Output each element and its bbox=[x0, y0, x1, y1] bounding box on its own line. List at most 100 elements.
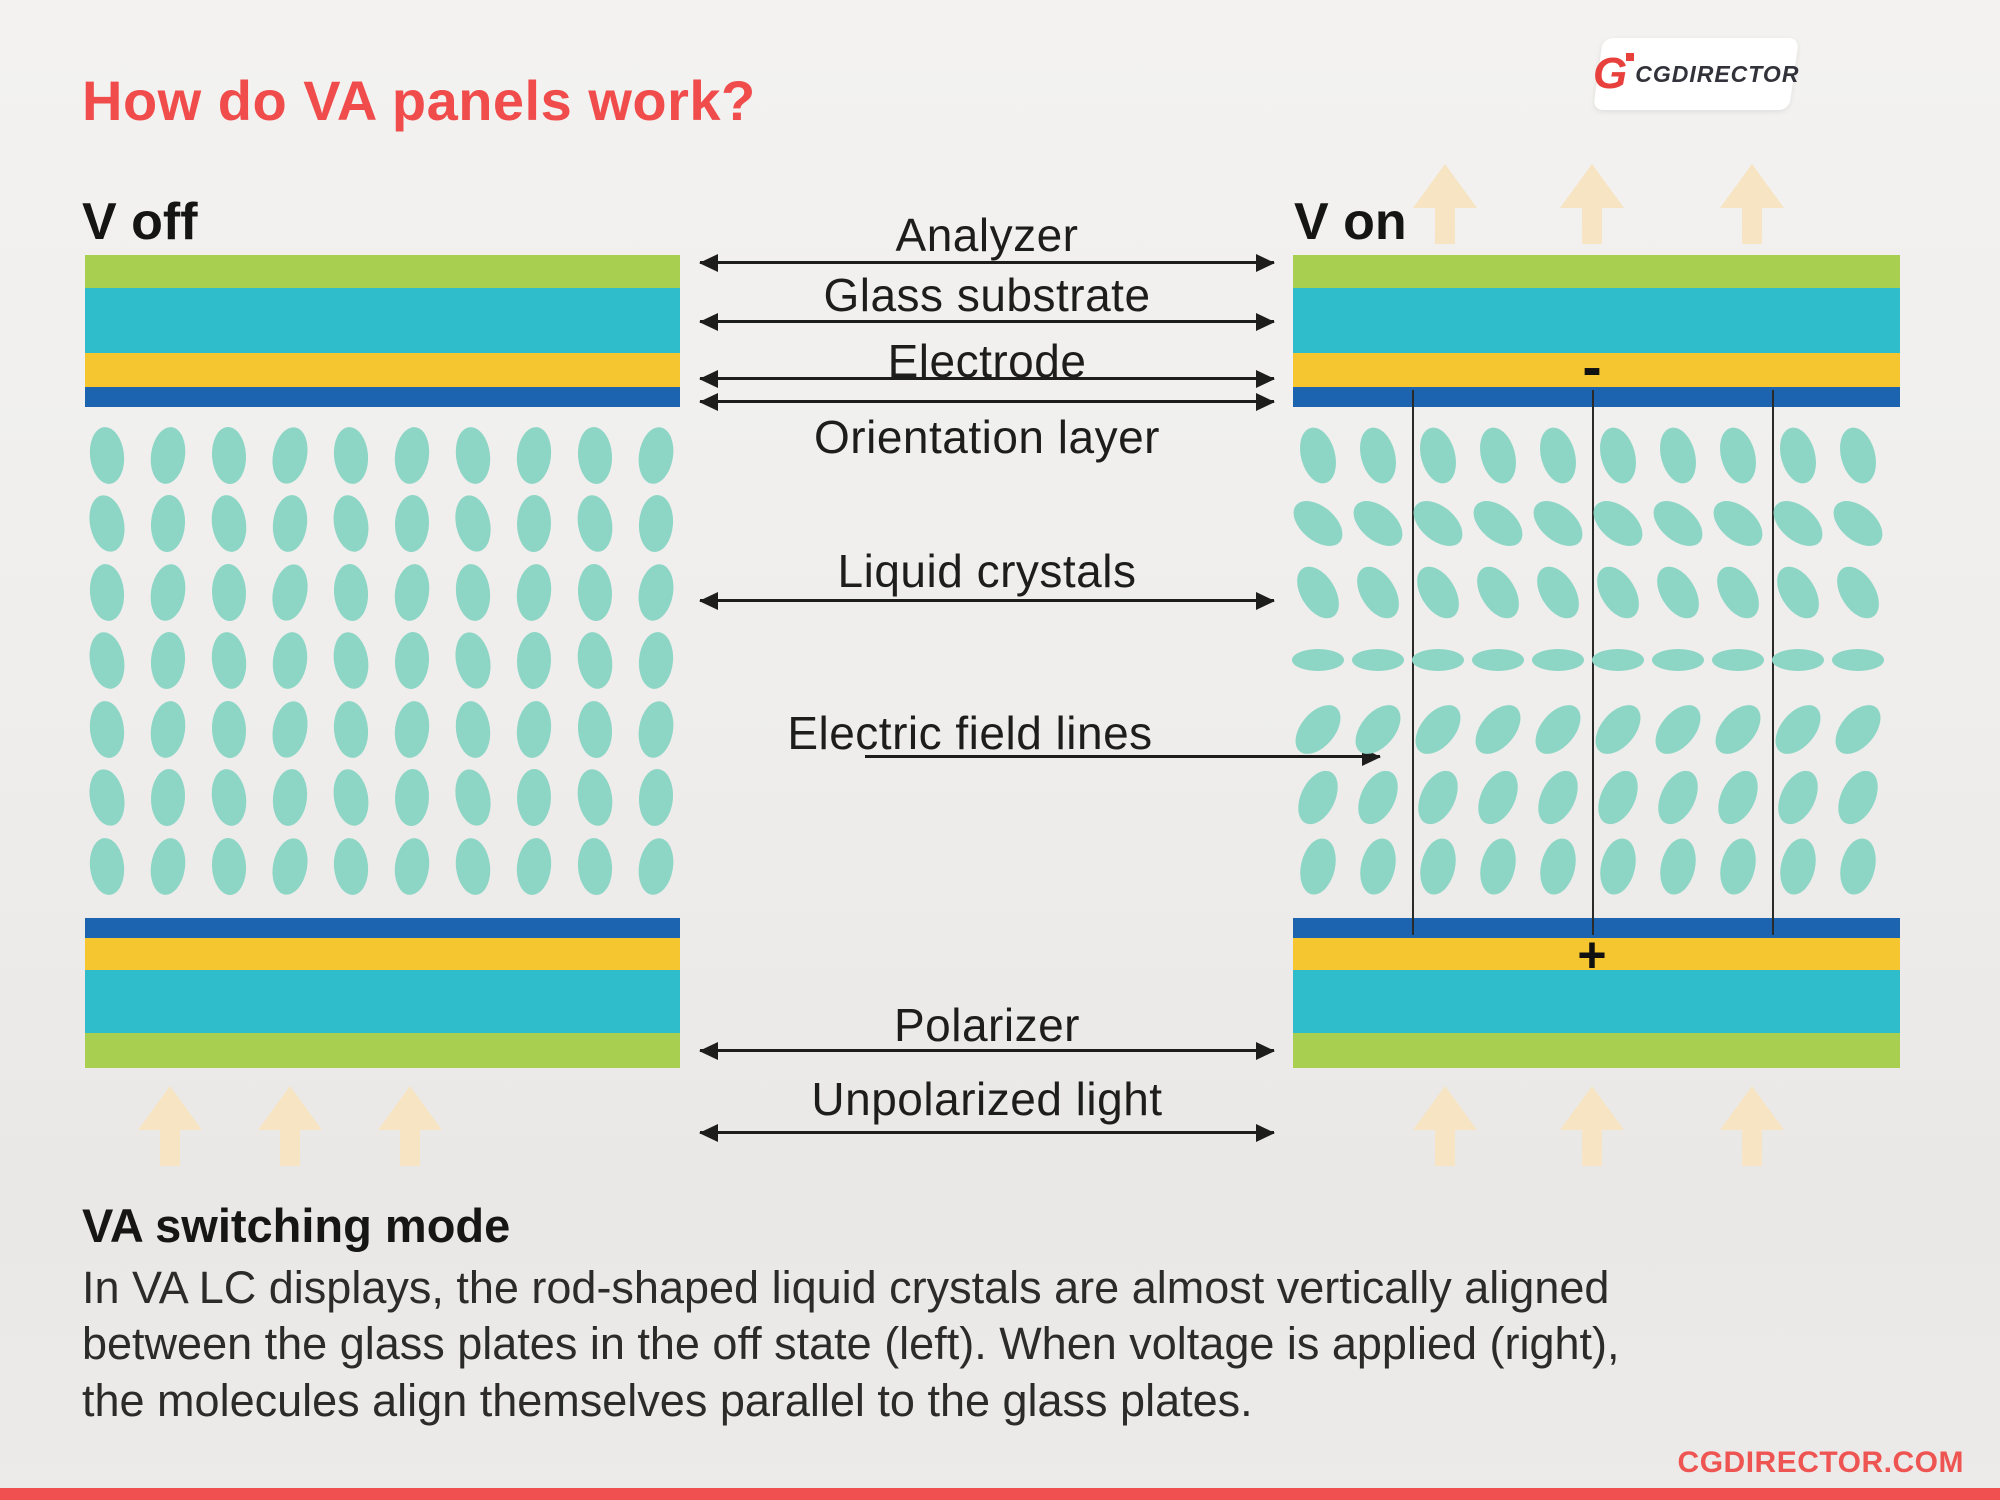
liquid-crystal-molecule bbox=[391, 424, 433, 486]
layer-glass-substrate bbox=[85, 970, 680, 1033]
liquid-crystal-molecule bbox=[331, 699, 371, 759]
layer-analyzer bbox=[1293, 255, 1900, 288]
layer-polarizer bbox=[1293, 1033, 1900, 1068]
liquid-crystal-molecule bbox=[269, 629, 311, 691]
liquid-crystal-molecule bbox=[84, 491, 130, 555]
annotation-label-polarizer: Polarizer bbox=[893, 999, 1080, 1051]
annotation-arrow-orientation-layer bbox=[699, 393, 1275, 411]
layer-analyzer bbox=[85, 255, 680, 288]
liquid-crystal-molecule bbox=[1710, 763, 1766, 831]
liquid-crystal-molecule bbox=[208, 492, 250, 554]
light-ray-arrow-bottom-right bbox=[1402, 1086, 1488, 1166]
layer-electrode bbox=[1293, 353, 1900, 387]
va-panel-voltage-off bbox=[84, 255, 680, 1068]
liquid-crystal-molecule bbox=[208, 629, 250, 691]
light-ray-arrow-bottom-left bbox=[367, 1086, 453, 1166]
liquid-crystal-molecule bbox=[1406, 696, 1470, 762]
liquid-crystal-molecule bbox=[1765, 491, 1831, 555]
layer-electrode bbox=[85, 353, 680, 387]
negative-electrode-sign: - bbox=[1582, 334, 1602, 400]
liquid-crystal-molecule bbox=[1766, 696, 1830, 762]
light-ray-arrowstem bbox=[160, 1128, 180, 1166]
liquid-crystal-molecule bbox=[576, 836, 614, 896]
liquid-crystal-molecule bbox=[87, 424, 127, 486]
light-ray-arrow-bottom-right bbox=[1709, 1086, 1795, 1166]
liquid-crystal-molecule bbox=[1470, 763, 1526, 831]
annotation-arrow-analyzer bbox=[699, 254, 1275, 272]
page-title: How do VA panels work? bbox=[82, 69, 756, 132]
liquid-crystal-molecule bbox=[147, 835, 189, 897]
liquid-crystal-molecule bbox=[1292, 649, 1344, 671]
liquid-crystal-molecule bbox=[573, 766, 617, 828]
liquid-crystal-molecule bbox=[576, 425, 614, 485]
liquid-crystal-molecule bbox=[1532, 649, 1584, 671]
light-ray-arrow-bottom-left bbox=[247, 1086, 333, 1166]
light-ray-arrowhead bbox=[1720, 1086, 1784, 1130]
liquid-crystal-molecule bbox=[1588, 558, 1648, 626]
light-ray-arrowstem bbox=[400, 1128, 420, 1166]
liquid-crystal-molecule bbox=[573, 492, 617, 554]
liquid-crystal-molecule bbox=[393, 630, 431, 690]
liquid-crystal-molecule bbox=[87, 835, 127, 897]
liquid-crystal-molecule bbox=[1654, 423, 1702, 487]
light-ray-arrowstem bbox=[1435, 206, 1455, 244]
light-ray-arrowstem bbox=[1582, 206, 1602, 244]
liquid-crystal-molecule bbox=[147, 424, 189, 486]
liquid-crystal-molecule bbox=[210, 699, 248, 759]
liquid-crystal-molecule bbox=[636, 630, 676, 690]
liquid-crystal-molecule bbox=[267, 697, 313, 761]
liquid-crystal-molecule bbox=[1354, 423, 1402, 487]
liquid-crystal-molecule bbox=[450, 491, 496, 555]
liquid-crystal-molecule bbox=[516, 630, 552, 690]
liquid-crystal-molecule bbox=[1525, 491, 1591, 555]
description-line: between the glass plates in the off stat… bbox=[82, 1318, 1620, 1369]
liquid-crystal-molecule bbox=[1830, 763, 1886, 831]
liquid-crystal-molecule bbox=[513, 561, 555, 623]
light-ray-arrowhead bbox=[1560, 164, 1624, 208]
liquid-crystal-molecule bbox=[1355, 834, 1401, 898]
footer-accent-bar bbox=[0, 1488, 2000, 1500]
light-ray-arrow-bottom-left bbox=[127, 1086, 213, 1166]
light-ray-arrowhead bbox=[1720, 164, 1784, 208]
liquid-crystal-molecule bbox=[1774, 423, 1822, 487]
liquid-crystal-molecule bbox=[149, 493, 187, 553]
liquid-crystal-molecule bbox=[1645, 491, 1711, 555]
liquid-crystal-molecule bbox=[1475, 834, 1521, 898]
liquid-crystal-molecule bbox=[1530, 763, 1586, 831]
liquid-crystal-molecule bbox=[1834, 423, 1882, 487]
liquid-crystal-molecule bbox=[1586, 696, 1650, 762]
light-ray-arrowhead bbox=[1560, 1086, 1624, 1130]
light-ray-arrow-top-right bbox=[1402, 164, 1488, 244]
liquid-crystal-molecule bbox=[331, 425, 371, 485]
liquid-crystal-molecule bbox=[1405, 491, 1471, 555]
liquid-crystal-molecule bbox=[1474, 423, 1522, 487]
annotation-label-liquid-crystals: Liquid crystals bbox=[837, 545, 1137, 597]
annotation-arrow-liquid-crystals bbox=[699, 592, 1275, 610]
cgdirector-logo-inner: G CGDIRECTOR bbox=[1593, 49, 1799, 98]
liquid-crystal-molecule bbox=[1646, 696, 1710, 762]
liquid-crystal-molecule bbox=[391, 835, 433, 897]
liquid-crystal-molecule bbox=[1465, 491, 1531, 555]
annotation-arrow-glass-substrate bbox=[699, 313, 1275, 331]
liquid-crystal-molecule bbox=[1410, 763, 1466, 831]
positive-electrode-sign: + bbox=[1577, 927, 1607, 983]
liquid-crystal-molecule bbox=[1594, 423, 1642, 487]
liquid-crystal-molecule bbox=[576, 699, 614, 759]
liquid-crystal-molecule bbox=[85, 628, 129, 692]
liquid-crystal-molecule bbox=[452, 424, 494, 486]
liquid-crystal-molecule bbox=[1408, 558, 1468, 626]
light-ray-arrow-top-right bbox=[1709, 164, 1795, 244]
liquid-crystal-molecule bbox=[1415, 834, 1461, 898]
liquid-crystal-molecule bbox=[1770, 763, 1826, 831]
light-ray-arrowhead bbox=[378, 1086, 442, 1130]
liquid-crystal-molecule bbox=[87, 562, 127, 622]
liquid-crystal-molecule bbox=[452, 835, 494, 897]
liquid-crystal-molecule bbox=[1652, 649, 1704, 671]
liquid-crystal-molecule bbox=[149, 767, 187, 827]
light-ray-arrowstem bbox=[280, 1128, 300, 1166]
liquid-crystal-molecule bbox=[147, 698, 189, 760]
liquid-crystal-molecule bbox=[391, 698, 433, 760]
liquid-crystal-molecule bbox=[634, 835, 678, 897]
liquid-crystal-molecule bbox=[1715, 834, 1761, 898]
